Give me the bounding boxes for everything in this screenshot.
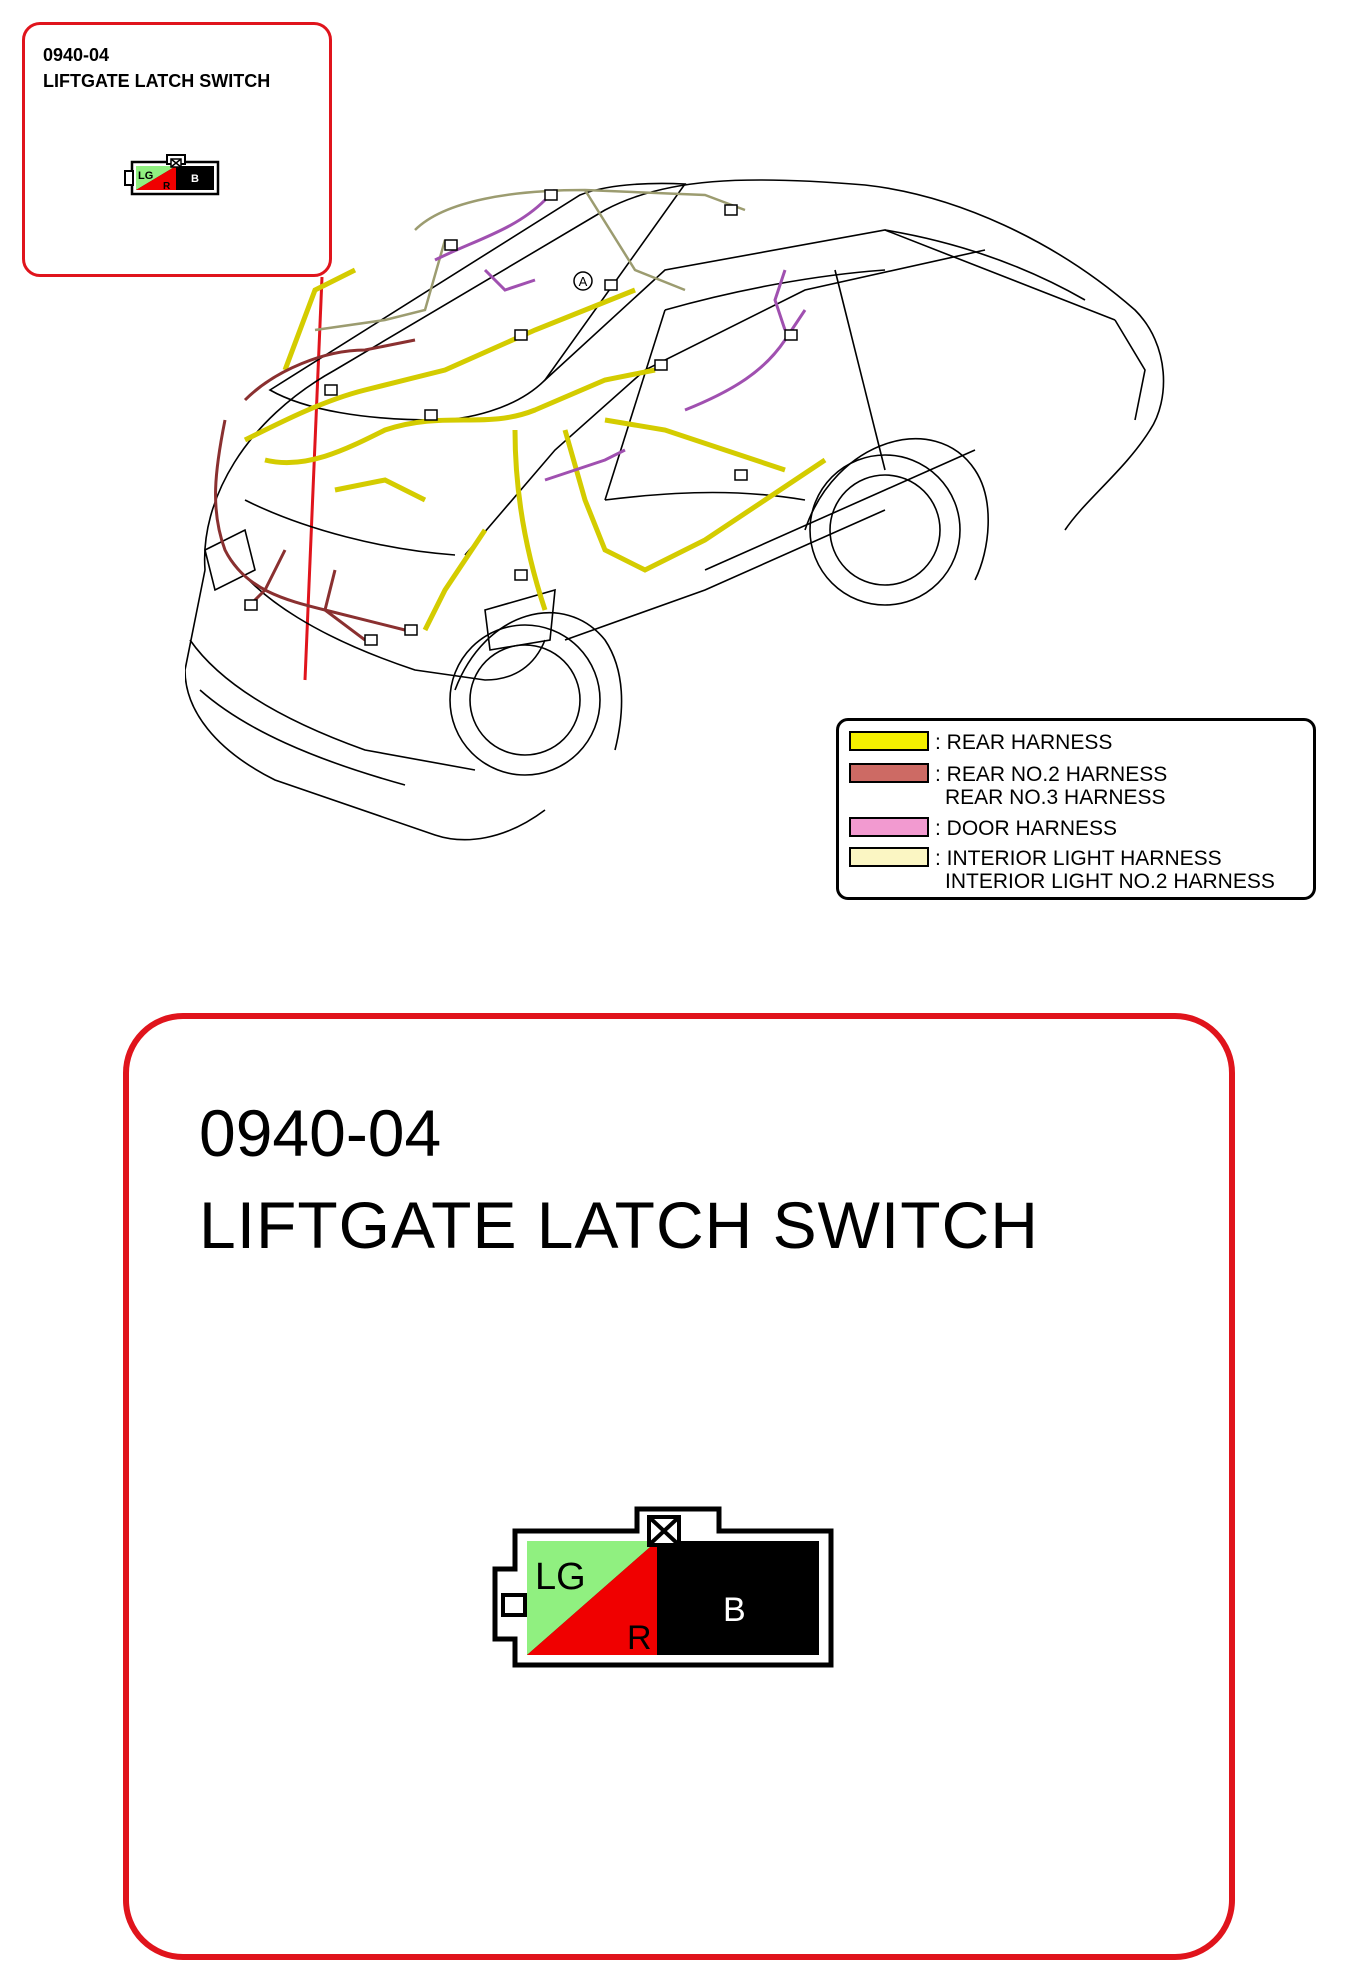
connector-face-small: LG R B <box>124 154 220 196</box>
legend-swatch-pink <box>849 817 929 837</box>
connector-code: 0940-04 <box>199 1096 442 1170</box>
legend-item-rear-no2-harness: : REAR NO.2 HARNESS REAR NO.3 HARNESS <box>849 763 1167 809</box>
legend-text-rear-no3: REAR NO.3 HARNESS <box>945 786 1166 809</box>
harness-connectors <box>244 189 798 646</box>
door-harness-wires <box>434 188 807 482</box>
legend-text-interior: : INTERIOR LIGHT HARNESS <box>935 847 1222 870</box>
harness-color-legend: : REAR HARNESS : REAR NO.2 HARNESS REAR … <box>836 718 1316 900</box>
rear-no2-harness-wires <box>214 338 416 642</box>
connector-name: LIFTGATE LATCH SWITCH <box>199 1188 1039 1262</box>
legend-text-interior-no2: INTERIOR LIGHT NO.2 HARNESS <box>945 870 1275 893</box>
connector-callout-large: 0940-04 LIFTGATE LATCH SWITCH LG R B <box>123 1013 1235 1960</box>
legend-item-rear-harness: : REAR HARNESS <box>849 731 1112 754</box>
marker-a-label: A <box>579 274 588 289</box>
legend-text-rear-no2: : REAR NO.2 HARNESS <box>935 763 1168 786</box>
vehicle-body-outline <box>185 179 1165 841</box>
pin-b-small <box>176 166 214 190</box>
pin-label-lg: LG <box>535 1556 586 1598</box>
rear-harness-wires <box>243 267 827 632</box>
pin-b <box>661 1541 819 1655</box>
location-marker-a: A <box>573 271 593 291</box>
pin-label-lg-small: LG <box>138 170 153 182</box>
connector-name-small: LIFTGATE LATCH SWITCH <box>43 71 271 91</box>
pin-label-b-small: B <box>191 173 199 185</box>
legend-swatch-red <box>849 763 929 783</box>
legend-text-rear: : REAR HARNESS <box>935 731 1113 754</box>
connector-code-small: 0940-04 <box>43 45 110 65</box>
legend-item-door-harness: : DOOR HARNESS <box>849 817 1117 840</box>
interior-light-harness-wires <box>314 188 746 332</box>
legend-item-interior-light-harness: : INTERIOR LIGHT HARNESS INTERIOR LIGHT … <box>849 847 1275 893</box>
pin-label-b: B <box>723 1591 746 1629</box>
connector-callout-small[interactable]: 0940-04 LIFTGATE LATCH SWITCH LG R B <box>22 22 332 277</box>
pin-r-small <box>136 166 176 190</box>
pin-r <box>527 1541 657 1655</box>
pin-label-r: R <box>627 1619 652 1657</box>
connector-face-large: LG R B <box>492 1506 834 1668</box>
legend-text-door: : DOOR HARNESS <box>935 817 1118 840</box>
legend-swatch-cream <box>849 847 929 867</box>
pin-label-r-small: R <box>163 181 171 192</box>
legend-swatch-yellow <box>849 731 929 751</box>
vehicle-harness-diagram: A <box>185 179 1165 841</box>
